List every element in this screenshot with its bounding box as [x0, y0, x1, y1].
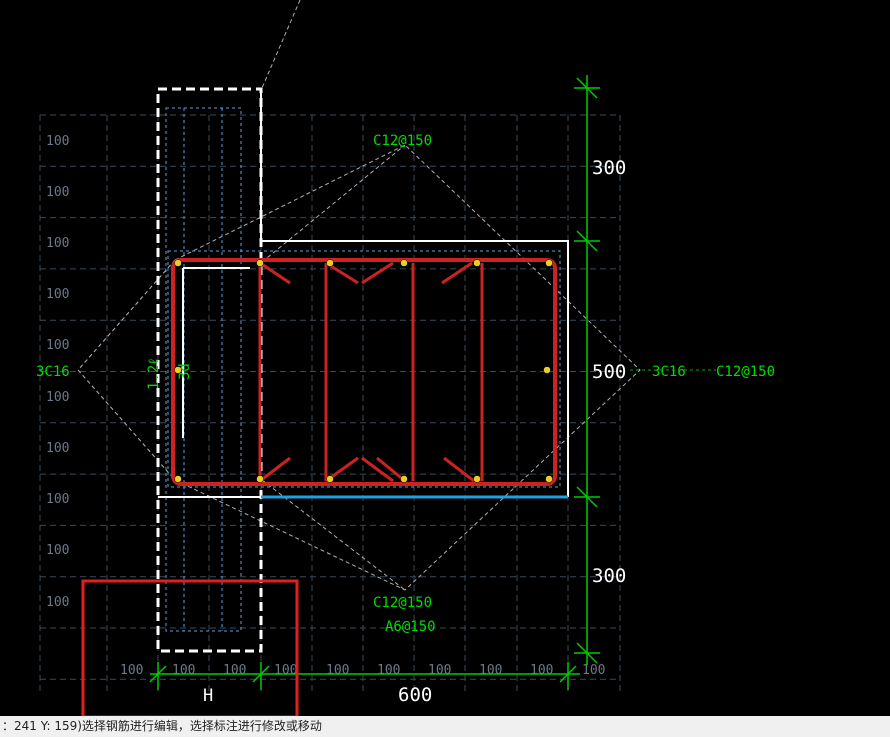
grid-label: 100 [530, 663, 553, 678]
rebar-dot [256, 259, 264, 267]
grid-label: 100 [120, 663, 143, 678]
grid-label: 100 [46, 595, 69, 610]
grid-label: 100 [46, 492, 69, 507]
grid-label: 100 [46, 287, 69, 302]
rebar-dot [473, 475, 481, 483]
grid-label: 100 [377, 663, 400, 678]
status-bar: ：241 Y: 159)选择钢筋进行编辑，选择标注进行修改或移动 [0, 716, 890, 737]
grid-label: 100 [46, 185, 69, 200]
grid-label: 100 [326, 663, 349, 678]
rebar-dot [174, 259, 182, 267]
rebar-dot [174, 366, 182, 374]
main-stirrup[interactable] [171, 258, 557, 486]
dimension-h: H [203, 686, 213, 706]
grid-label: 100 [223, 663, 246, 678]
rebar-points[interactable] [174, 259, 553, 483]
label-top-rebar[interactable]: C12@150 [373, 133, 432, 149]
rebar-dot [545, 259, 553, 267]
rebar-dot [545, 475, 553, 483]
grid-label: 100 [479, 663, 502, 678]
grid-label: 100 [46, 134, 69, 149]
dimension-300-bottom: 300 [592, 565, 626, 587]
grid-label: 100 [172, 663, 195, 678]
rebar-dot [256, 475, 264, 483]
grid-label: 100 [428, 663, 451, 678]
grid [39, 114, 621, 695]
rebar-dot [400, 259, 408, 267]
label-stirrup[interactable]: A6@150 [385, 619, 436, 635]
rebar-dot [174, 475, 182, 483]
dimension-600: 600 [398, 684, 432, 706]
label-right-rebar[interactable]: C12@150 [716, 364, 775, 380]
grid-label: 100 [46, 390, 69, 405]
label-right-bars[interactable]: 3C16 [652, 364, 686, 380]
drawing-canvas[interactable]: 100 100 100 100 100 100 100 100 100 100 … [0, 0, 890, 716]
grid-label: 100 [46, 338, 69, 353]
dimension-500: 500 [592, 361, 626, 383]
grid-label: 100 [46, 236, 69, 251]
wall-inner-dashed [167, 250, 561, 488]
rebar-dot [326, 475, 334, 483]
wall-outline[interactable] [261, 240, 569, 497]
grid-label: 100 [46, 543, 69, 558]
grid-labels-left: 100 100 100 100 100 100 100 100 100 100 [46, 134, 69, 610]
bottom-dimension[interactable] [149, 662, 580, 690]
right-dimension[interactable] [574, 75, 600, 665]
column-inner-dashed [165, 107, 242, 632]
label-left-bars[interactable]: 3C16 [36, 364, 70, 380]
rebar-dot [473, 259, 481, 267]
grid-label: 100 [274, 663, 297, 678]
tie-bars[interactable] [258, 261, 484, 483]
label-bottom-rebar[interactable]: C12@150 [373, 595, 432, 611]
grid-label: 100 [582, 663, 605, 678]
highlight-box [81, 579, 299, 716]
rebar-dot [400, 475, 408, 483]
rebar-dot [543, 366, 551, 374]
grid-label: 100 [46, 441, 69, 456]
label-anchor-d[interactable]: 3d [177, 363, 193, 380]
rebar-dot [326, 259, 334, 267]
status-text: ：241 Y: 159)选择钢筋进行编辑，选择标注进行修改或移动 [2, 719, 322, 733]
dimension-300-top: 300 [592, 157, 626, 179]
label-anchor-length[interactable]: 1.2ℓ [146, 358, 162, 390]
